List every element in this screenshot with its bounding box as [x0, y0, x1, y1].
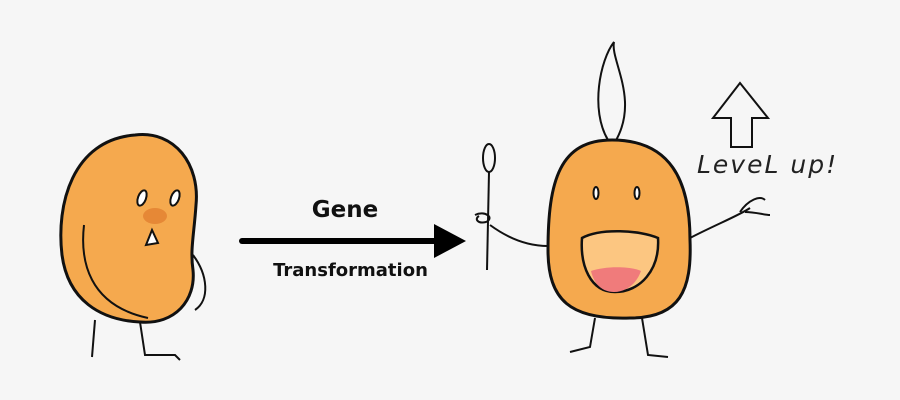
spoon-icon	[474, 143, 496, 271]
up-arrow-outline-icon	[710, 81, 771, 148]
transformation-arrow-icon	[239, 224, 466, 258]
arrow-bottom-label: Transformation	[273, 260, 428, 281]
arrow-top-label: Gene	[311, 197, 379, 223]
plain-bean-character	[59, 133, 207, 361]
level-up-annotation: LeveL up!	[697, 150, 839, 179]
leveled-up-bean-character	[489, 41, 771, 358]
